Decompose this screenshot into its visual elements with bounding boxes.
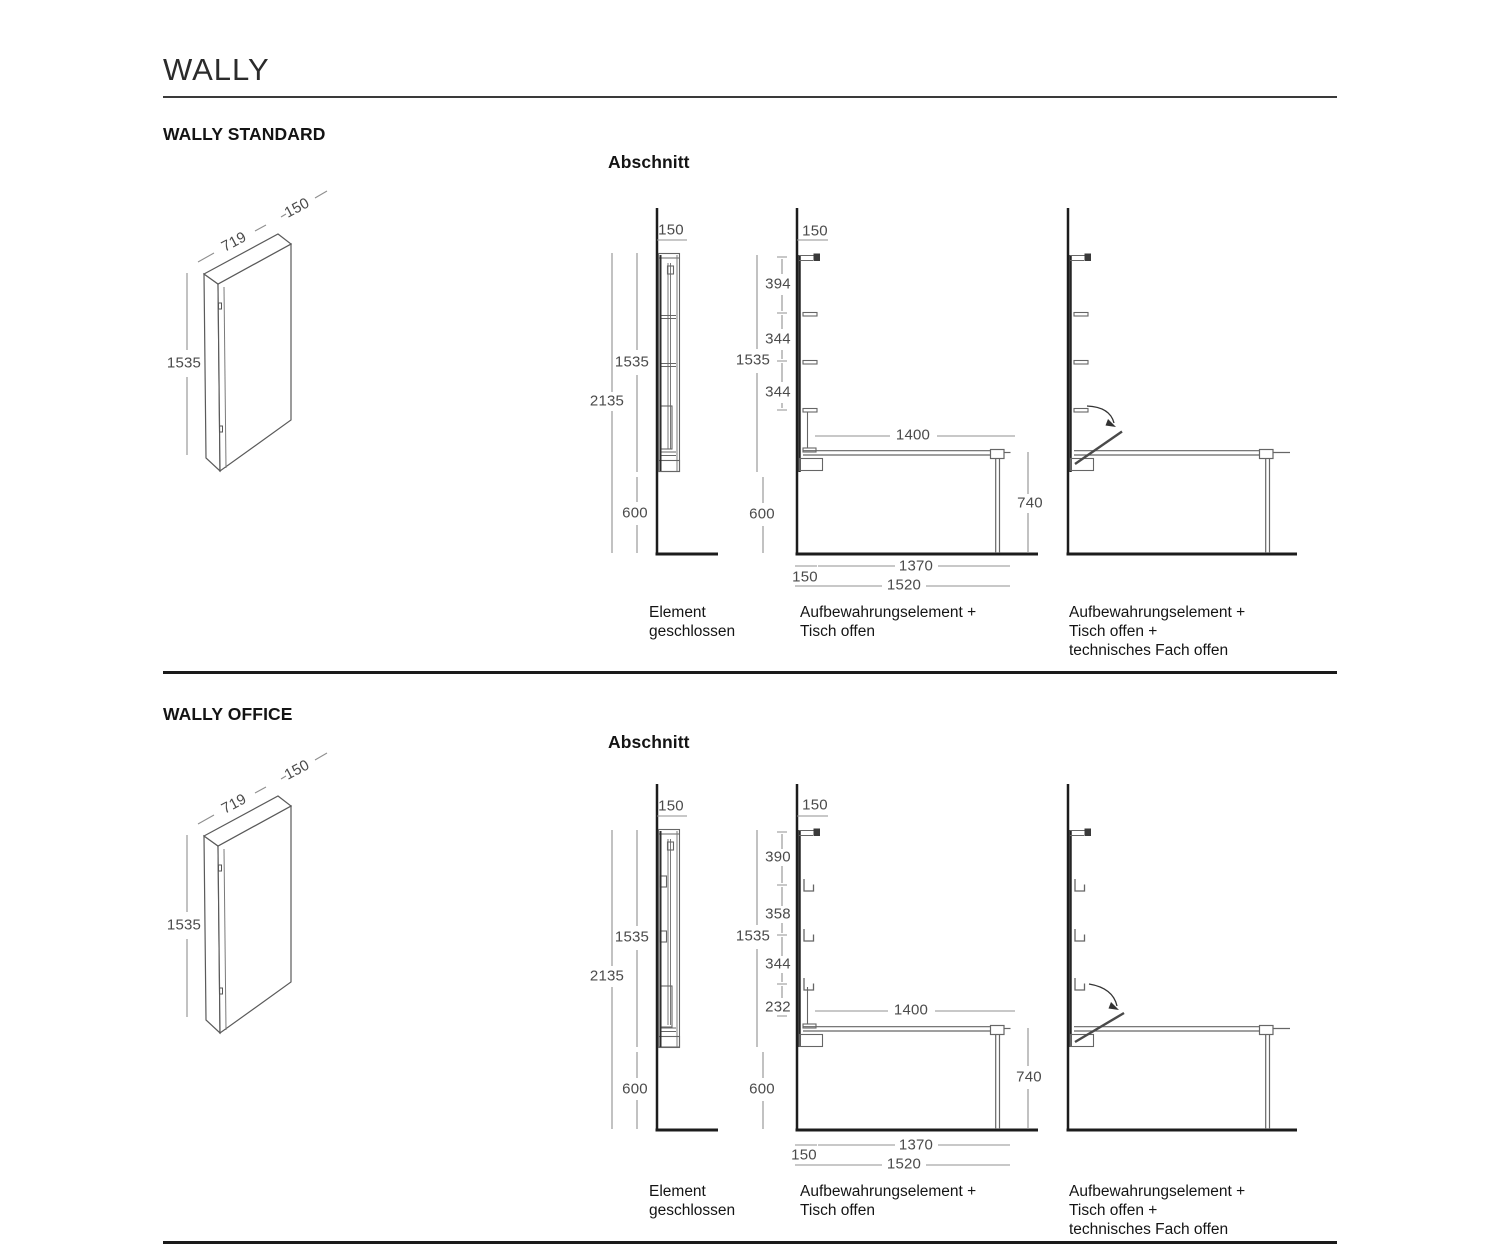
dim-open-floor-clearance: 600	[749, 1080, 775, 1098]
dim-perspective-height: 1535	[166, 354, 202, 372]
dim-open-table-height: 740	[1016, 1068, 1042, 1086]
dim-open-table-span: 1370	[898, 557, 934, 575]
dim-closed-depth: 150	[658, 797, 684, 815]
dim-open-depth: 150	[802, 222, 828, 240]
drawing-standard-perspective	[186, 190, 328, 473]
caption-line: Element	[649, 604, 706, 621]
dim-open-wall-depth: 150	[792, 568, 818, 586]
caption-line: geschlossen	[649, 623, 736, 640]
arrowhead	[1108, 1002, 1119, 1010]
section-divider	[163, 671, 1337, 674]
bottom-rule	[163, 1241, 1337, 1244]
caption-line: Tisch offen	[800, 623, 875, 640]
caption-line: Tisch offen	[800, 1202, 875, 1219]
drawing-office-closed	[611, 784, 718, 1132]
caption-line: Tisch offen +	[1069, 1202, 1158, 1219]
dim-open-total-span: 1520	[886, 1155, 922, 1173]
dim-open-table-height: 740	[1017, 494, 1043, 512]
perspective-dimension-lines	[186, 752, 328, 1017]
caption-line: Aufbewahrungselement +	[1069, 604, 1246, 621]
tech-flap-open	[1074, 1011, 1125, 1044]
caption-line: Aufbewahrungselement +	[800, 604, 977, 621]
caption-standard-open: Aufbewahrungselement + Tisch offen	[800, 603, 976, 641]
caption-office-open: Aufbewahrungselement + Tisch offen	[800, 1182, 976, 1220]
closed-dimension-lines	[611, 239, 687, 553]
tech-flap-open	[1074, 430, 1123, 465]
dim-open-element-height: 1535	[735, 351, 771, 369]
drawing-standard-tech	[1066, 208, 1297, 556]
dim-open-table-length: 1400	[895, 426, 931, 444]
dim-open-element-height: 1535	[735, 927, 771, 945]
dim-closed-floor-clearance: 600	[622, 1080, 648, 1098]
dim-open-segment-3: 344	[765, 383, 791, 401]
caption-line: geschlossen	[649, 1202, 736, 1219]
title-rule	[163, 96, 1337, 98]
drawing-office-perspective	[186, 752, 328, 1035]
caption-line: technisches Fach offen	[1069, 642, 1229, 659]
dim-open-segment-1: 390	[765, 848, 791, 866]
perspective-dimension-lines	[186, 190, 328, 455]
section-title-abschnitt-standard: Abschnitt	[608, 152, 690, 172]
closed-dimension-lines	[611, 815, 687, 1129]
drawing-office-tech	[1066, 784, 1297, 1132]
caption-standard-closed: Element geschlossen	[649, 603, 735, 641]
dim-open-segment-2: 358	[765, 905, 791, 923]
caption-line: technisches Fach offen	[1069, 1221, 1229, 1238]
dim-closed-depth: 150	[658, 221, 684, 239]
dim-open-segment-2: 344	[765, 330, 791, 348]
caption-office-closed: Element geschlossen	[649, 1182, 735, 1220]
dim-perspective-height: 1535	[166, 916, 202, 934]
open-dimension-lines	[756, 239, 1029, 587]
page-title: WALLY	[163, 52, 270, 87]
caption-office-tech: Aufbewahrungselement + Tisch offen + tec…	[1069, 1182, 1245, 1239]
rotation-arc	[1088, 983, 1118, 1007]
caption-line: Aufbewahrungselement +	[1069, 1183, 1246, 1200]
dim-open-segment-3: 344	[765, 955, 791, 973]
heading-wally-standard: WALLY STANDARD	[163, 124, 326, 144]
dim-open-table-span: 1370	[898, 1136, 934, 1154]
arrowhead	[1105, 419, 1116, 427]
dim-open-wall-depth: 150	[791, 1146, 817, 1164]
dim-closed-element-height: 1535	[614, 928, 650, 946]
dim-open-floor-clearance: 600	[749, 505, 775, 523]
dim-closed-total-height: 2135	[589, 392, 625, 410]
dim-open-depth: 150	[802, 796, 828, 814]
heading-wally-office: WALLY OFFICE	[163, 704, 293, 724]
dim-closed-element-height: 1535	[614, 353, 650, 371]
dim-open-segment-4: 232	[765, 998, 791, 1016]
dim-closed-total-height: 2135	[589, 967, 625, 985]
caption-line: Aufbewahrungselement +	[800, 1183, 977, 1200]
dim-open-table-length: 1400	[893, 1001, 929, 1019]
rotation-arc	[1086, 405, 1115, 424]
caption-standard-tech: Aufbewahrungselement + Tisch offen + tec…	[1069, 603, 1245, 660]
dim-closed-floor-clearance: 600	[622, 504, 648, 522]
dim-open-segment-1: 394	[765, 275, 791, 293]
section-title-abschnitt-office: Abschnitt	[608, 732, 690, 752]
caption-line: Tisch offen +	[1069, 623, 1158, 640]
drawing-standard-closed	[611, 208, 718, 556]
open-dimension-lines	[756, 815, 1029, 1166]
dim-open-total-span: 1520	[886, 576, 922, 594]
drawing-office-open	[756, 784, 1038, 1166]
drawing-standard-open	[756, 208, 1038, 587]
caption-line: Element	[649, 1183, 706, 1200]
